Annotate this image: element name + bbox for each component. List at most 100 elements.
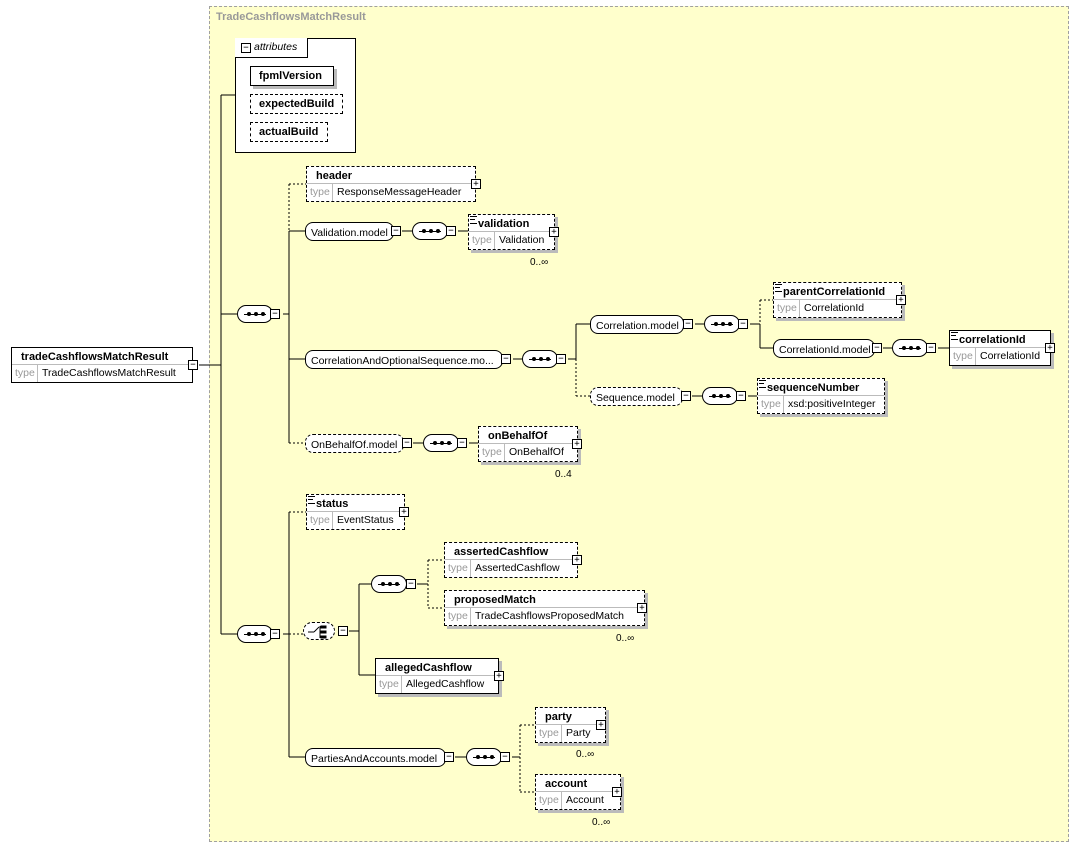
- collapse-icon[interactable]: −: [556, 354, 566, 364]
- collapse-icon[interactable]: −: [406, 579, 416, 589]
- collapse-icon[interactable]: −: [270, 309, 280, 319]
- element-name: parentCorrelationId: [783, 286, 886, 298]
- element-name: correlationId: [959, 334, 1026, 346]
- collapse-icon[interactable]: −: [444, 752, 454, 762]
- sequence-compositor: [423, 434, 459, 452]
- attribute-fpml-version[interactable]: fpmlVersion: [250, 66, 334, 86]
- group-correlation-and-optional-sequence-model[interactable]: CorrelationAndOptionalSequence.mo...: [305, 350, 503, 369]
- element-name: party: [545, 711, 572, 723]
- sequence-compositor: [412, 222, 448, 240]
- collapse-icon[interactable]: −: [188, 360, 198, 370]
- type-label: type: [376, 676, 402, 693]
- type-value: CorrelationId: [980, 350, 1041, 362]
- type-value: Party: [566, 727, 591, 739]
- expand-icon[interactable]: +: [896, 295, 906, 305]
- documentation-icon: [775, 284, 782, 292]
- documentation-icon: [759, 380, 766, 388]
- documentation-icon: [470, 216, 477, 224]
- expand-icon[interactable]: +: [494, 671, 504, 681]
- type-label: type: [469, 232, 495, 249]
- element-parent-correlation-id[interactable]: parentCorrelationId type CorrelationId: [773, 282, 902, 318]
- collapse-icon[interactable]: −: [241, 43, 251, 53]
- collapse-icon[interactable]: −: [338, 626, 348, 636]
- occurrence-label: 0..∞: [530, 257, 549, 268]
- attributes-tab: attributes: [235, 38, 308, 58]
- sequence-compositor: [237, 625, 273, 643]
- type-label: type: [950, 348, 976, 365]
- occurrence-label: 0..∞: [576, 749, 595, 760]
- type-label: type: [12, 365, 38, 382]
- group-sequence-model[interactable]: Sequence.model: [590, 387, 683, 406]
- sequence-compositor: [466, 748, 502, 766]
- expand-icon[interactable]: +: [637, 603, 647, 613]
- collapse-icon[interactable]: −: [736, 391, 746, 401]
- element-name: proposedMatch: [454, 594, 536, 606]
- type-label: type: [536, 792, 562, 809]
- collapse-icon[interactable]: −: [681, 391, 691, 401]
- type-label: type: [758, 396, 784, 413]
- collapse-icon[interactable]: −: [926, 343, 936, 353]
- group-on-behalf-of-model[interactable]: OnBehalfOf.model: [305, 434, 404, 453]
- collapse-icon[interactable]: −: [872, 343, 882, 353]
- type-label: type: [536, 725, 562, 742]
- sequence-compositor: [522, 350, 558, 368]
- group-correlation-model[interactable]: Correlation.model: [590, 315, 684, 334]
- element-name: header: [316, 170, 353, 182]
- collapse-icon[interactable]: −: [738, 319, 748, 329]
- documentation-icon: [951, 332, 958, 340]
- expand-icon[interactable]: +: [471, 179, 481, 189]
- expand-icon[interactable]: +: [612, 787, 622, 797]
- element-correlation-id[interactable]: correlationId type CorrelationId: [949, 330, 1051, 366]
- sequence-compositor: [237, 305, 273, 323]
- element-name: account: [545, 778, 588, 790]
- type-value: ResponseMessageHeader: [337, 186, 462, 198]
- collapse-icon[interactable]: −: [683, 319, 693, 329]
- expand-icon[interactable]: +: [399, 507, 409, 517]
- group-correlation-id-model[interactable]: CorrelationId.model: [773, 339, 875, 358]
- attribute-expected-build[interactable]: expectedBuild: [250, 94, 343, 114]
- expand-icon[interactable]: +: [572, 555, 582, 565]
- choice-compositor: [303, 622, 335, 640]
- expand-icon[interactable]: +: [549, 227, 559, 237]
- type-value: AssertedCashflow: [475, 562, 560, 574]
- expand-icon[interactable]: +: [572, 439, 582, 449]
- collapse-icon[interactable]: −: [402, 438, 412, 448]
- group-validation-model[interactable]: Validation.model: [305, 222, 394, 241]
- element-name: tradeCashflowsMatchResult: [21, 351, 169, 363]
- attribute-actual-build[interactable]: actualBuild: [250, 122, 328, 142]
- type-value: Validation: [499, 234, 545, 246]
- collapse-icon[interactable]: −: [501, 354, 511, 364]
- type-label: type: [774, 300, 800, 317]
- expand-icon[interactable]: +: [596, 720, 606, 730]
- element-name: sequenceNumber: [767, 382, 860, 394]
- type-value: TradeCashflowsMatchResult: [42, 367, 176, 379]
- collapse-icon[interactable]: −: [391, 226, 401, 236]
- expand-icon[interactable]: +: [1045, 343, 1055, 353]
- type-value: CorrelationId: [804, 302, 865, 314]
- collapse-icon[interactable]: −: [457, 438, 467, 448]
- sequence-compositor: [892, 339, 928, 357]
- occurrence-label: 0..∞: [592, 817, 611, 828]
- collapse-icon[interactable]: −: [270, 629, 280, 639]
- collapse-icon[interactable]: −: [446, 226, 456, 236]
- occurrence-label: 0..∞: [616, 633, 635, 644]
- collapse-icon[interactable]: −: [500, 752, 510, 762]
- occurrence-label: 0..4: [555, 469, 572, 480]
- element-party[interactable]: party type Party: [535, 707, 606, 743]
- element-name: allegedCashflow: [385, 662, 472, 674]
- type-label: type: [445, 608, 471, 625]
- sequence-compositor: [704, 315, 740, 333]
- root-element[interactable]: tradeCashflowsMatchResult type TradeCashf…: [11, 347, 193, 383]
- type-label: type: [307, 512, 333, 529]
- group-parties-and-accounts-model[interactable]: PartiesAndAccounts.model: [305, 748, 446, 767]
